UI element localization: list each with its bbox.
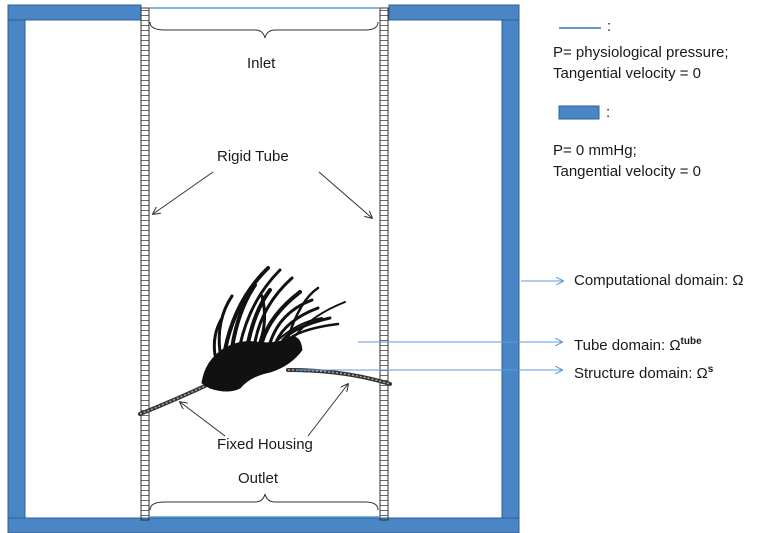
tube-domain-text: Tube domain: Ω <box>574 337 681 354</box>
leaflet-10 <box>288 322 340 340</box>
wall-left <box>7 4 26 533</box>
leaflet-16 <box>277 317 323 341</box>
fixed-housing-label: Fixed Housing <box>217 436 313 453</box>
legend-line-colon: : <box>607 18 612 35</box>
structure-body <box>201 336 303 392</box>
rigid-tube <box>140 7 389 521</box>
wall-right <box>501 4 520 533</box>
legend-box-text-1: P= 0 mmHg; <box>553 142 637 159</box>
outlet-label: Outlet <box>238 470 279 487</box>
rigid-tube-arrow-right <box>318 171 372 218</box>
inlet-label: Inlet <box>247 55 276 72</box>
leaflet-2 <box>230 283 257 350</box>
computational-domain-label: Computational domain: Ω <box>574 272 744 289</box>
wall-top-left <box>7 4 142 21</box>
tube-wall-left <box>140 7 150 521</box>
outlet-brace <box>149 493 379 511</box>
leaflet-13 <box>286 286 320 340</box>
wall-top-right <box>388 4 520 21</box>
legend-box-text-2: Tangential velocity = 0 <box>553 163 702 180</box>
leaflet-6 <box>260 290 302 344</box>
fixed-housing-arrow-right <box>307 384 348 437</box>
leaflet-12 <box>212 316 224 357</box>
inlet-brace <box>149 21 379 39</box>
structure-domain-superscript: s <box>707 364 714 375</box>
leaflet-7 <box>268 298 314 345</box>
tube-domain-label: Tube domain: Ωtube <box>574 332 702 355</box>
leaflet-8 <box>274 306 320 344</box>
housing-rod-right <box>286 368 392 386</box>
outer-boundary-walls <box>7 4 520 533</box>
tube-wall-right <box>379 7 389 521</box>
structure-domain-label: Structure domain: Ωs <box>574 360 713 383</box>
leaflet-5 <box>253 276 294 344</box>
wall-bottom <box>7 517 520 533</box>
fixed-housing-arrow-left <box>180 402 226 437</box>
tube-domain-superscript: tube <box>680 336 702 347</box>
leaflet-4 <box>246 288 272 345</box>
legend-line-text-1: P= physiological pressure; <box>553 44 729 61</box>
fixed-housing <box>138 368 392 416</box>
structure-domain-text: Structure domain: Ω <box>574 365 708 382</box>
rigid-tube-label: Rigid Tube <box>217 148 289 165</box>
structure-leaflets <box>201 266 346 392</box>
leaflet-14 <box>294 301 346 337</box>
rigid-tube-arrow-left <box>153 171 214 214</box>
legend-box-symbol <box>558 105 600 120</box>
housing-rod-right-inner <box>287 369 391 385</box>
leaflet-1 <box>223 266 270 352</box>
leaflet-9 <box>281 316 332 342</box>
leaflet-3 <box>238 268 282 347</box>
legend-line-text-2: Tangential velocity = 0 <box>553 65 702 82</box>
legend-box-colon: : <box>606 104 611 121</box>
leaflet-15 <box>258 294 267 344</box>
